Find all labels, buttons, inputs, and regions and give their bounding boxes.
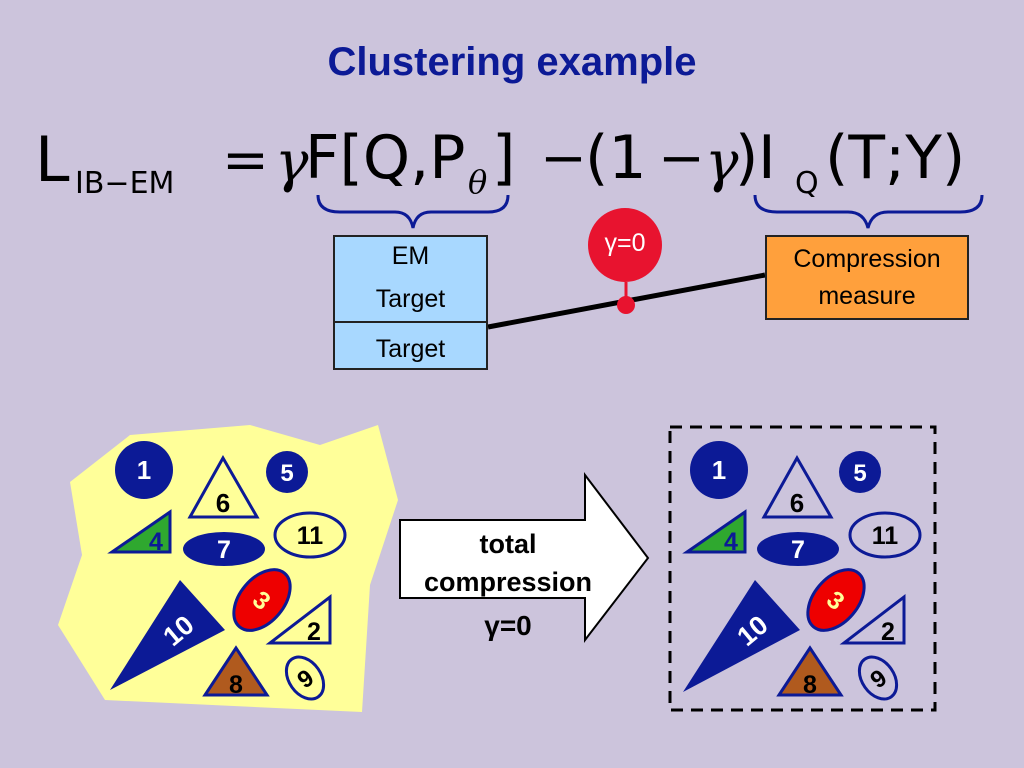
arrow-label-line1: total [479,529,537,559]
shape-6-label: 6 [216,488,230,518]
eq-i-args: (T;Y) [825,123,966,193]
eq-i-sub: Q [795,166,819,201]
shape-7-label-right: 7 [791,536,805,564]
shape-8-triangle [202,645,270,697]
eq-paren-open: (1 [585,123,647,193]
em-target-line1: EM [391,242,430,270]
shape-1-label: 1 [137,455,151,485]
eq-lhs-main: L [35,123,70,196]
shape-3-ellipse [232,568,292,632]
em-target-line2: Target [375,285,446,313]
right-brace [753,194,984,229]
compression-line1: Compression [793,245,941,273]
eq-equals: = [222,128,269,193]
shape-2-label: 2 [307,618,321,646]
eq-minus2: − [658,126,705,191]
shape-4-label: 4 [149,528,163,556]
gamma-zero-badge: γ=0 [588,208,662,282]
shape-7-ellipse [183,532,265,566]
compression-measure-box: Compression measure [765,235,969,320]
eq-minus: − [540,126,587,191]
left-shapes: 1 6 5 4 7 11 10 3 2 8 9 [107,441,347,701]
shape-4-label-right: 4 [724,528,738,556]
shape-8-label-right: 8 [803,671,817,699]
shape-4-triangle [107,509,172,554]
shape-5-circle-right [839,451,881,493]
total-compression-label: total compression γ=0 [398,525,618,645]
shape-10-triangle-right [683,580,800,692]
shape-8-label: 8 [229,671,243,699]
total-compression-arrow [399,472,650,643]
shape-2-triangle-right [839,593,906,645]
eq-f-close: ] [492,123,516,193]
shape-1-label-right: 1 [712,455,726,485]
shape-11-label-right: 11 [872,522,899,550]
shape-2-triangle [265,593,332,645]
compression-line2: measure [818,282,916,310]
em-target-box: EM Target Target [333,235,488,370]
em-target-divider [335,321,486,323]
shape-4-triangle-right [682,509,747,554]
right-shapes: 1 6 5 4 7 11 10 3 2 8 9 [682,441,922,701]
badge-dot [617,296,635,314]
eq-gamma: γ [275,130,309,195]
shape-9-ellipse-right [857,655,899,701]
shape-8-triangle-right [776,645,844,697]
shape-11-ellipse [273,511,347,559]
shape-1-circle [115,441,173,499]
left-brace [316,194,510,229]
shape-5-label-right: 5 [853,460,866,487]
arrow-label-line2: compression [423,567,593,597]
shape-2-label-right: 2 [881,618,895,646]
shape-11-ellipse-right [848,511,922,559]
em-target-line3: Target [375,335,446,363]
page-title: Clustering example [327,40,697,84]
shape-10-triangle [110,580,225,690]
shape-3-ellipse-right [806,568,866,632]
shape-6-label-right: 6 [790,488,804,518]
shape-7-label: 7 [217,536,231,564]
eq-theta: θ [468,163,488,201]
shape-7-ellipse-right [757,532,839,566]
eq-lhs-sub: IB−EM [75,166,175,201]
shape-5-circle [266,451,308,493]
shape-5-label: 5 [280,460,293,487]
shape-6-triangle [187,454,260,519]
shape-11-label: 11 [297,522,324,550]
eq-f-open: F[Q,P [305,123,466,193]
shape-6-triangle-right [761,454,834,519]
equation: L IB−EM = γ F[Q,P θ ] − (1 − γ ) I Q (T;… [30,118,1010,208]
eq-i-main: I [758,123,776,193]
shape-9-ellipse [284,655,326,701]
eq-gamma2: γ [705,130,739,195]
arrow-label-line3: γ=0 [484,610,532,641]
eq-paren-close: ) [735,123,759,193]
shape-1-circle-right [690,441,748,499]
dashed-cluster-box [668,425,937,712]
